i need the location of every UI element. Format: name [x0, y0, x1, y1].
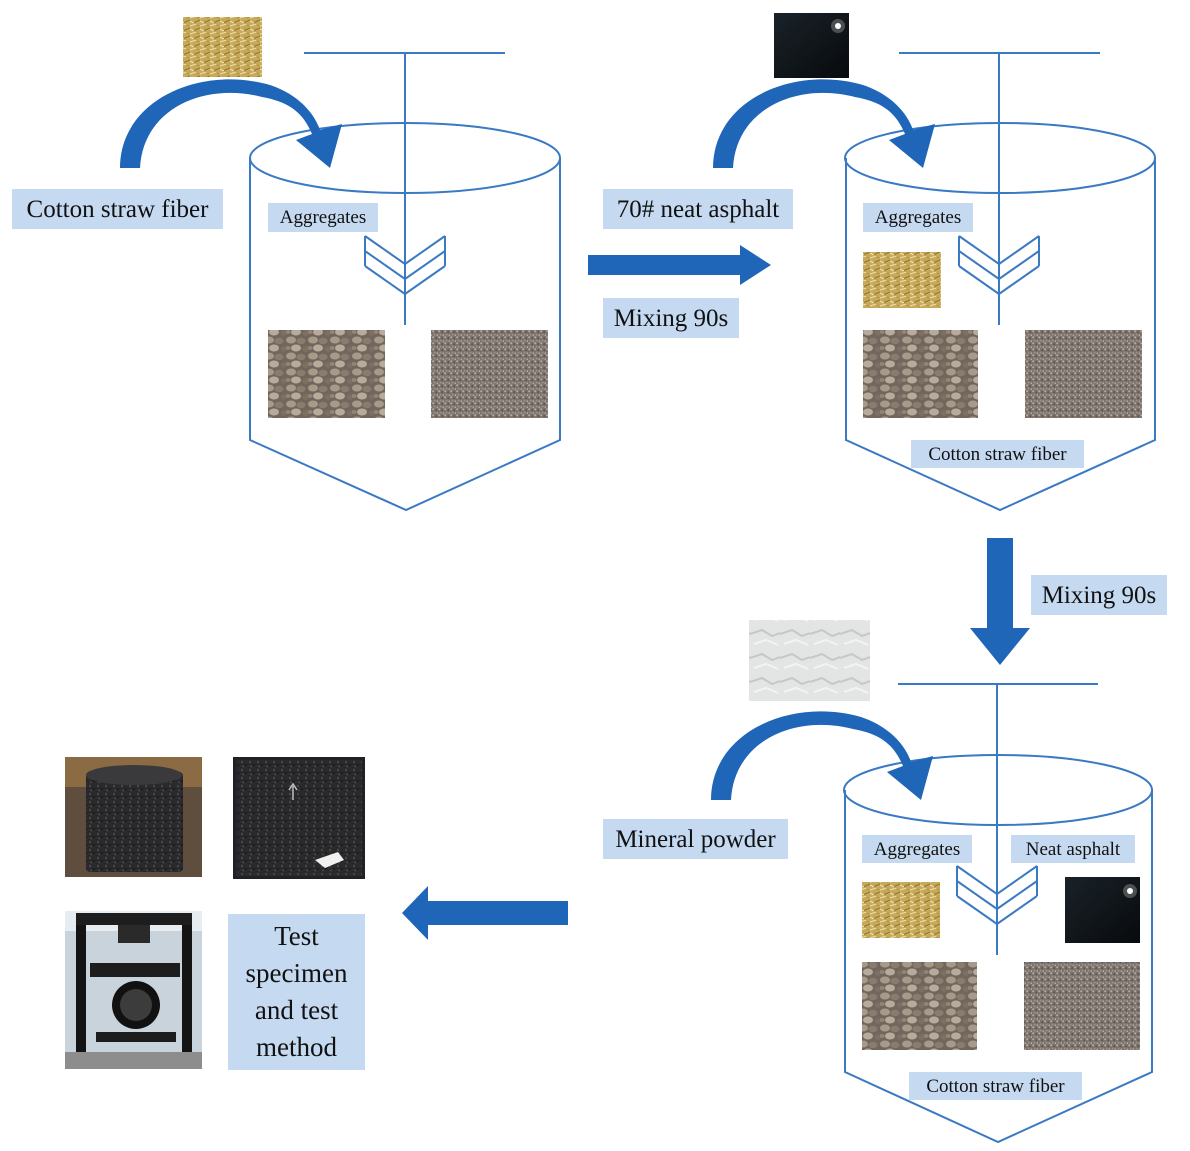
label-output-line-2: specimen	[245, 958, 348, 988]
label-output-line-1: Test	[274, 921, 319, 951]
curved-feed-arrow-1	[120, 79, 342, 168]
straw-fiber-photo	[862, 882, 940, 938]
asphalt-binder-photo	[774, 13, 849, 78]
label-stage1-aggregates: Aggregates	[268, 203, 378, 232]
mineral-powder-photo	[749, 620, 870, 701]
label-output-line-3: and test	[254, 995, 339, 1025]
label-stage3-input: Mineral powder	[603, 819, 788, 859]
label-stage3-aggregates: Aggregates	[862, 835, 972, 863]
flow-arrow-down	[970, 538, 1030, 665]
tank-stage-1	[249, 52, 561, 512]
coarse-aggregate-photo	[862, 962, 977, 1050]
label-output-line-4: method	[256, 1032, 337, 1062]
label-stage2-input: 70# neat asphalt	[603, 189, 793, 229]
label-mixing-1: Mixing 90s	[603, 298, 739, 338]
curved-feed-arrow-2	[713, 79, 935, 168]
flow-arrow-right	[588, 245, 771, 285]
label-stage1-input: Cotton straw fiber	[12, 189, 223, 229]
testing-machine-photo	[65, 911, 202, 1069]
coarse-aggregate-photo	[268, 330, 385, 418]
flow-arrow-left	[402, 886, 568, 940]
label-stage2-aggregates: Aggregates	[863, 203, 973, 232]
label-mixing-2: Mixing 90s	[1031, 575, 1167, 615]
coarse-aggregate-photo	[863, 330, 978, 418]
fine-aggregate-photo	[1025, 330, 1142, 418]
slab-specimen-photo	[233, 757, 365, 879]
label-stage3-asphalt: Neat asphalt	[1011, 835, 1135, 863]
label-output: Test specimen and test method	[228, 914, 365, 1070]
fine-aggregate-photo	[431, 330, 548, 418]
label-stage3-fiber: Cotton straw fiber	[909, 1072, 1082, 1100]
straw-fiber-photo	[863, 252, 941, 308]
tank-stage-2	[844, 52, 1156, 512]
label-stage2-fiber: Cotton straw fiber	[911, 440, 1084, 468]
asphalt-binder-photo	[1065, 877, 1140, 943]
tank-stage-3	[843, 683, 1153, 1144]
curved-feed-arrow-3	[711, 711, 933, 800]
fine-aggregate-photo	[1024, 962, 1140, 1050]
straw-fiber-photo	[183, 17, 262, 77]
cylindrical-specimen-photo	[65, 757, 202, 877]
